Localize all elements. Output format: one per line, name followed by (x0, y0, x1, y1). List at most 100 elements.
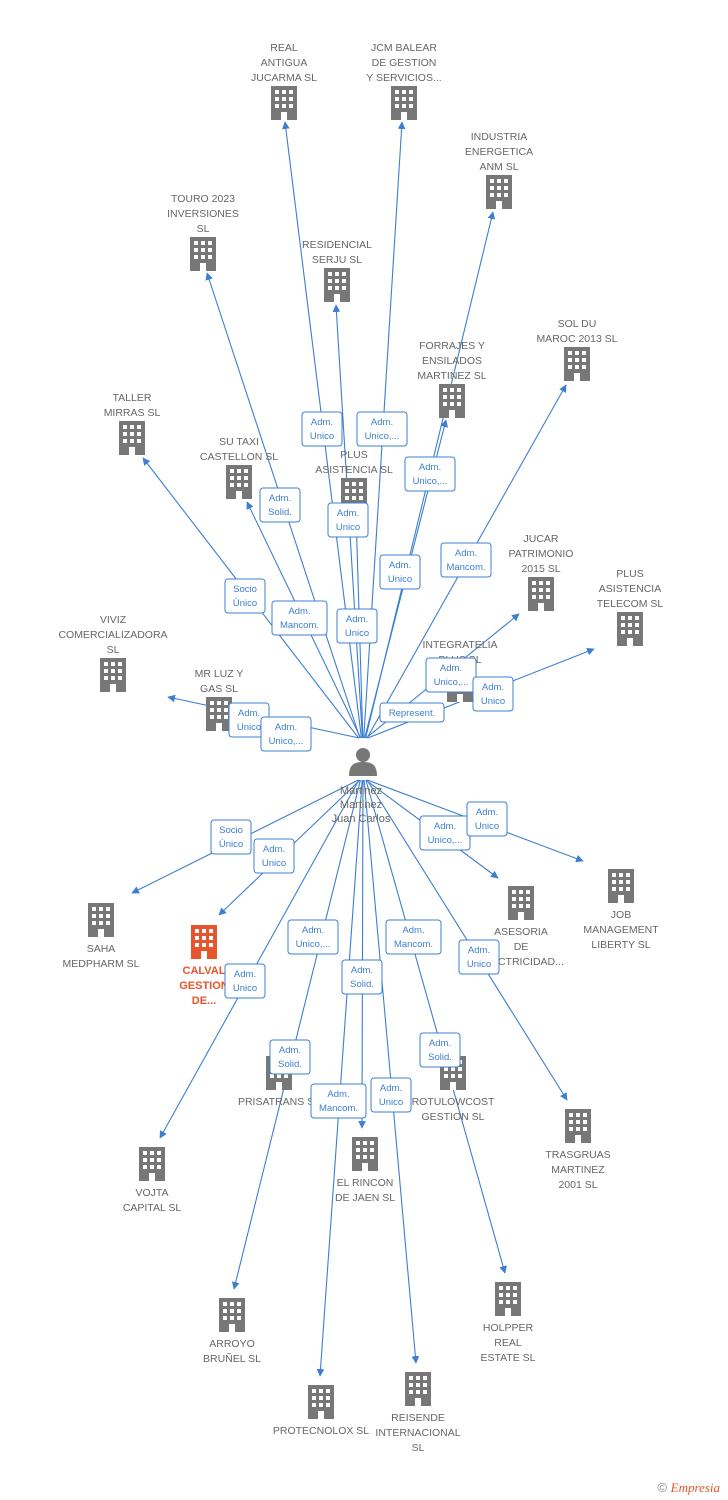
company-name-jcm-balear-line-3: Y SERVICIOS... (366, 72, 441, 84)
relation-text-r14-line-2: Unico,... (269, 736, 304, 747)
company-name-el-rincon-line-2: DE JAEN SL (335, 1192, 395, 1204)
relation-label-r2[interactable]: Adm. Unico,... (356, 411, 408, 447)
relation-text-r26-line-1: Adm. (429, 1038, 451, 1049)
company-node-asesoria[interactable]: ASESORIADEELECTRICIDAD... (478, 886, 564, 968)
relation-text-r19-line-1: Adm. (476, 807, 498, 818)
relation-label-r17[interactable]: Adm.Unico (253, 838, 295, 874)
company-name-integratelia-line-1: INTEGRATELIA (422, 639, 497, 651)
company-name-calval-line-3: DE... (192, 995, 216, 1007)
company-name-real-antigua-line-3: JUCARMA SL (251, 72, 317, 84)
edge-vojta (159, 779, 360, 1139)
building-icon (405, 1372, 431, 1406)
relation-text-r2-line-2: Unico,... (365, 431, 400, 442)
company-name-mr-luz-line-2: GAS SL (200, 683, 238, 695)
company-name-reisende-line-2: INTERNACIONAL (375, 1427, 460, 1439)
relation-label-r22[interactable]: Adm.Unico (458, 939, 500, 975)
relation-label-r15[interactable]: Represent. (379, 702, 445, 723)
company-name-holpper-line-3: ESTATE SL (480, 1352, 535, 1364)
company-name-touro-2023-line-1: TOURO 2023 (171, 193, 235, 205)
company-node-prisatrans[interactable]: PRISATRANS SL (238, 1056, 320, 1108)
edge-arroyo-brunel (231, 779, 361, 1290)
relation-label-r5[interactable]: Adm.Unico (327, 502, 369, 538)
relation-label-r25[interactable]: Adm.Solid. (269, 1039, 311, 1075)
relation-label-r3[interactable]: Adm.Unico,... (404, 456, 456, 492)
relation-label-r24[interactable]: Adm.Solid. (341, 959, 383, 995)
company-name-forrajes-line-1: FORRAJES Y (419, 340, 485, 352)
relation-label-r14[interactable]: Adm.Unico,... (260, 716, 312, 752)
relation-label-r4[interactable]: Adm.Solid. (259, 487, 301, 523)
company-name-job-management-line-3: LIBERTY SL (591, 939, 650, 951)
company-node-protecnolox[interactable]: PROTECNOLOX SL (273, 1385, 369, 1437)
relation-label-r6[interactable]: Adm.Mancom. (440, 542, 492, 578)
building-icon (88, 903, 114, 937)
company-name-asesoria-line-1: ASESORIA (494, 926, 548, 938)
relation-label-r12[interactable]: Adm.Unico (472, 676, 514, 712)
relation-label-r10[interactable]: Adm.Unico (336, 608, 378, 644)
relation-text-r17-line-1: Adm. (263, 844, 285, 855)
relation-label-r21[interactable]: Adm.Mancom. (385, 919, 442, 955)
company-name-forrajes-line-2: ENSILADOS (422, 355, 482, 367)
copyright-footer[interactable]: © Empresia (657, 1480, 720, 1496)
company-node-calval[interactable]: CALVALGESTIONDE... (179, 925, 229, 1007)
relation-text-r21-line-1: Adm. (402, 925, 424, 936)
relation-label-r1[interactable]: Adm.Unico (301, 411, 343, 447)
relation-label-r9[interactable]: Adm.Mancom. (271, 600, 328, 636)
relation-label-r26[interactable]: Adm. Solid. (419, 1032, 461, 1068)
building-icon (324, 268, 350, 302)
relation-label-r18[interactable]: Adm.Unico,... (419, 815, 471, 851)
relation-label-r27[interactable]: Adm.Mancom. (310, 1083, 367, 1119)
company-name-trasgruas-line-3: 2001 SL (558, 1179, 597, 1191)
relation-label-r11[interactable]: Adm.Unico,... (425, 657, 477, 693)
relation-label-r7[interactable]: Adm.Unico (379, 554, 421, 590)
company-name-vojta-line-1: VOJTA (135, 1187, 168, 1199)
relation-labels: Adm.UnicoAdm.Unico,...Adm.Unico,...Adm.S… (210, 411, 514, 1119)
company-name-arroyo-brunel-line-2: BRUÑEL SL (203, 1352, 261, 1365)
relation-label-r20[interactable]: Adm.Unico,... (287, 919, 339, 955)
company-name-taller-mirras-line-1: TALLER (113, 392, 152, 404)
relation-text-r5-line-2: Unico (336, 522, 360, 533)
center-person[interactable]: Martinez Martinez Juan Carlos (332, 748, 391, 825)
relation-text-r18-line-2: Unico,... (428, 835, 463, 846)
relation-text-r26-line-2: Solid. (428, 1052, 452, 1063)
relation-label-r19[interactable]: Adm.Unico (466, 801, 508, 837)
company-name-real-antigua-line-1: REAL (270, 42, 298, 54)
relation-text-r24-line-1: Adm. (351, 965, 373, 976)
company-name-holpper-line-1: HOLPPER (483, 1322, 534, 1334)
company-name-plus-telecom-line-2: ASISTENCIA (599, 583, 661, 595)
company-name-jucar-patrimonio-line-2: PATRIMONIO (509, 548, 574, 560)
relation-text-r2-line-1: Adm. (371, 417, 393, 428)
building-icon (391, 86, 417, 120)
building-icon (206, 697, 232, 731)
relation-label-r28[interactable]: Adm.Unico (370, 1077, 412, 1113)
person-icon (349, 748, 377, 776)
building-icon (190, 237, 216, 271)
building-icon (608, 869, 634, 903)
relation-label-r23[interactable]: Adm.Unico (224, 963, 266, 999)
relation-text-r27-line-2: Mancom. (319, 1103, 358, 1114)
